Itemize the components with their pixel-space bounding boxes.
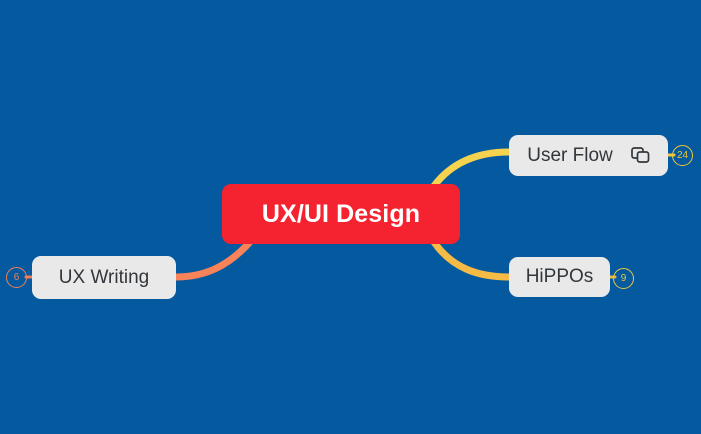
duplicate-icon[interactable] — [630, 147, 650, 164]
connector-ux-writing — [172, 239, 253, 281]
node-hippos-label: HiPPOs — [525, 266, 594, 287]
node-user-flow[interactable]: User Flow — [509, 135, 668, 176]
badge-hippos-count[interactable]: 9 — [613, 268, 634, 289]
node-user-flow-label: User Flow — [527, 144, 613, 166]
badge-user-flow-count[interactable]: 24 — [672, 145, 693, 166]
node-ux-writing-label: UX Writing — [58, 266, 150, 288]
badge-ux-writing-count[interactable]: 6 — [6, 267, 27, 288]
root-node-ux-ui-design[interactable]: UX/UI Design — [222, 184, 460, 244]
connector-user-flow — [430, 148, 513, 190]
root-node-label: UX/UI Design — [261, 199, 421, 228]
node-ux-writing[interactable]: UX Writing — [32, 256, 176, 299]
node-hippos[interactable]: HiPPOs — [509, 257, 610, 297]
connector-hippos — [430, 238, 513, 281]
